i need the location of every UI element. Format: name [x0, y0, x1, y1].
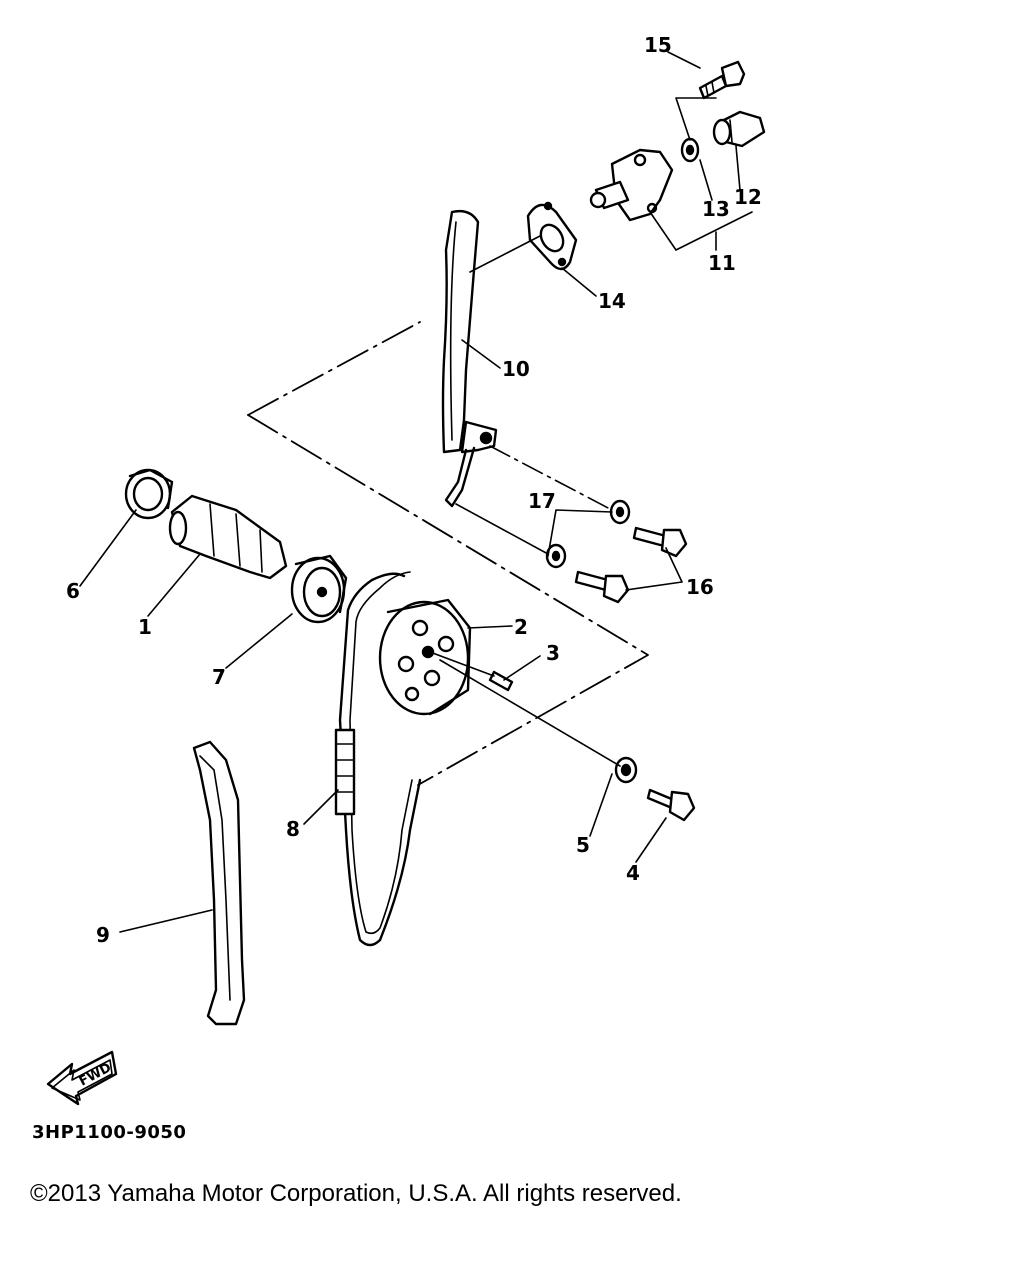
callout-8: 8 — [286, 817, 300, 841]
fwd-arrow-icon: FWD — [46, 1050, 118, 1106]
callout-5: 5 — [576, 833, 590, 857]
diagram-code: 3HP1100-9050 — [32, 1122, 186, 1143]
chain-guide-9 — [192, 740, 246, 1026]
callout-11: 11 — [708, 251, 736, 275]
tensioner-arm-axis-lines — [455, 235, 613, 555]
callout-6: 6 — [66, 579, 80, 603]
washer-5 — [614, 756, 638, 784]
callout-13: 13 — [702, 197, 730, 221]
callout-10: 10 — [502, 357, 530, 381]
washers-17 — [545, 499, 631, 569]
gasket-14 — [526, 201, 578, 271]
callout-2: 2 — [514, 615, 528, 639]
bolt-4 — [646, 788, 696, 822]
assembly-boundary-line — [247, 321, 649, 786]
callout-17: 17 — [528, 489, 556, 513]
leader-lines — [79, 51, 753, 933]
leader-sprocket-bolt-axis — [439, 659, 621, 767]
callout-4: 4 — [626, 861, 640, 885]
cam-sprocket-2 — [378, 598, 472, 716]
callout-9: 9 — [96, 923, 110, 947]
bearing-7 — [290, 554, 348, 624]
callout-7: 7 — [212, 665, 226, 689]
bearing-6 — [124, 468, 174, 520]
callout-16: 16 — [686, 575, 714, 599]
callout-12: 12 — [734, 185, 762, 209]
camshaft-1 — [168, 494, 288, 580]
washer-13 — [680, 137, 700, 163]
chain-guide-10 — [441, 209, 498, 508]
bolt-15 — [698, 60, 746, 100]
callout-3: 3 — [546, 641, 560, 665]
cam-chain-8 — [334, 571, 422, 947]
cam-chain-tensioner-11 — [589, 148, 674, 222]
callout-14: 14 — [598, 289, 626, 313]
copyright-notice: ©2013 Yamaha Motor Corporation, U.S.A. A… — [30, 1180, 682, 1207]
callout-1: 1 — [138, 615, 152, 639]
callout-15: 15 — [644, 33, 672, 57]
cap-bolt-12 — [712, 110, 766, 148]
bolts-16 — [574, 526, 688, 604]
